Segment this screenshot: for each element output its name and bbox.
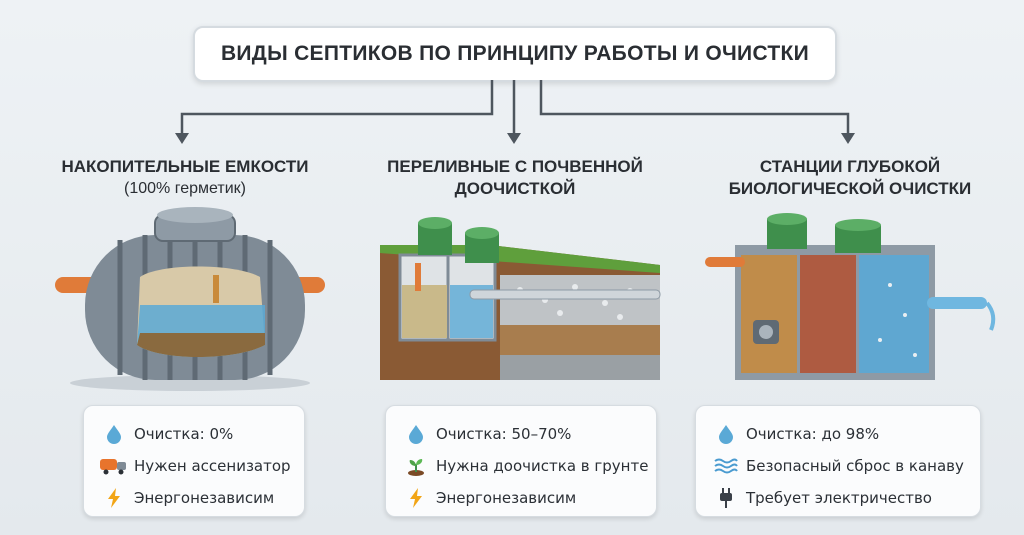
- features-card-storage: Очистка: 0% Нужен ассенизатор Энергонеза…: [83, 405, 305, 517]
- connector-arrows: [175, 80, 855, 144]
- overflow-septic-illustration: [380, 217, 661, 380]
- feature-text: Очистка: 50–70%: [436, 425, 572, 443]
- feature-row: Очистка: 0%: [84, 418, 304, 450]
- waves-icon: [712, 454, 740, 478]
- feature-text: Нужна доочистка в грунте: [436, 457, 649, 475]
- feature-row: Нужен ассенизатор: [84, 450, 304, 482]
- feature-row: Энергонезависим: [84, 482, 304, 514]
- feature-row: Безопасный сброс в канаву: [696, 450, 980, 482]
- water-drop-icon: [402, 422, 430, 446]
- water-drop-icon: [100, 422, 128, 446]
- column-title-storage: НАКОПИТЕЛЬНЫЕ ЕМКОСТИ (100% герметик): [40, 156, 330, 200]
- arrow-left: [180, 80, 494, 134]
- water-drop-icon: [712, 422, 740, 446]
- column-title-overflow: ПЕРЕЛИВНЫЕ С ПОЧВЕННОЙ ДООЧИСТКОЙ: [387, 157, 643, 198]
- column-title-biostation: СТАНЦИИ ГЛУБОКОЙ БИОЛОГИЧЕСКОЙ ОЧИСТКИ: [728, 157, 972, 198]
- feature-text: Безопасный сброс в канаву: [746, 457, 964, 475]
- page-title: ВИДЫ СЕПТИКОВ ПО ПРИНЦИПУ РАБОТЫ И ОЧИСТ…: [193, 26, 837, 82]
- plug-icon: [712, 486, 740, 510]
- column-subtitle-storage: (100% герметик): [124, 180, 246, 197]
- features-card-biostation: Очистка: до 98% Безопасный сброс в канав…: [695, 405, 981, 517]
- feature-text: Требует электричество: [746, 489, 932, 507]
- feature-row: Нужна доочистка в грунте: [386, 450, 656, 482]
- feature-text: Энергонезависим: [134, 489, 275, 507]
- arrow-right: [539, 80, 850, 134]
- feature-row: Очистка: 50–70%: [386, 418, 656, 450]
- bio-station-illustration: [705, 213, 996, 380]
- feature-text: Энергонезависим: [436, 489, 577, 507]
- truck-icon: [100, 454, 128, 478]
- sprout-icon: [402, 454, 430, 478]
- lightning-icon: [100, 486, 128, 510]
- storage-tank-illustration: [55, 207, 325, 391]
- feature-row: Требует электричество: [696, 482, 980, 514]
- features-card-overflow: Очистка: 50–70% Нужна доочистка в грунте…: [385, 405, 657, 517]
- feature-row: Очистка: до 98%: [696, 418, 980, 450]
- feature-text: Очистка: до 98%: [746, 425, 880, 443]
- feature-row: Энергонезависим: [386, 482, 656, 514]
- feature-text: Очистка: 0%: [134, 425, 234, 443]
- feature-text: Нужен ассенизатор: [134, 457, 291, 475]
- lightning-icon: [402, 486, 430, 510]
